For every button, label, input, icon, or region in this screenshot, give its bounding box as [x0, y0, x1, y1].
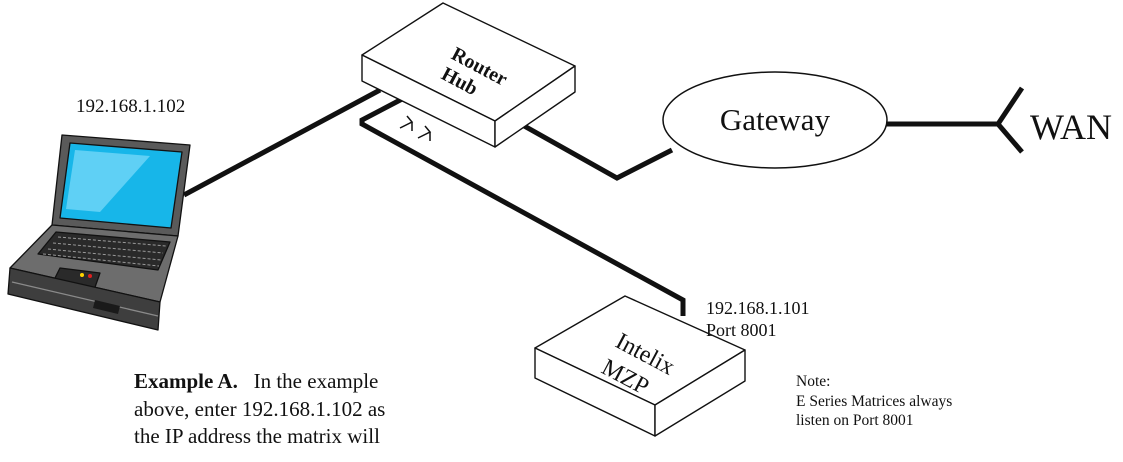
mzp-port-label: Port 8001 — [706, 320, 777, 340]
example-caption: Example A. In the example above, enter 1… — [134, 368, 385, 451]
wan-fork — [994, 86, 1025, 154]
laptop-icon — [7, 134, 191, 331]
router-hub: Router Hub — [361, 2, 576, 148]
laptop-ip-label: 192.168.1.102 — [76, 96, 186, 117]
gateway-label: Gateway — [720, 102, 831, 137]
note-title: Note: — [796, 373, 831, 390]
note-block: Note: E Series Matrices always listen on… — [796, 372, 952, 431]
mzp-address-block: 192.168.1.101 Port 8001 — [706, 297, 810, 341]
caption-line-1-text: In the example — [253, 369, 379, 393]
cable-router-gateway — [508, 115, 674, 181]
router-port-marks — [399, 115, 432, 141]
laptop-screen-glare — [66, 150, 150, 212]
intelix-mzp: Intelix MZP — [534, 295, 746, 437]
wan-label: WAN — [1030, 107, 1112, 147]
cable-laptop-router — [182, 87, 382, 198]
caption-line-3: the IP address the matrix will — [134, 424, 380, 448]
caption-line-2: above, enter 192.168.1.102 as — [134, 396, 386, 421]
mzp-side — [654, 349, 746, 437]
gateway-ellipse — [662, 71, 888, 169]
mzp-ip-label: 192.168.1.101 — [706, 298, 810, 318]
router-hub-side — [494, 65, 576, 148]
cable-router-mzp — [359, 95, 686, 316]
laptop-keyboard — [37, 231, 171, 271]
gateway: Gateway — [662, 71, 888, 169]
caption-line-1: Example A. In the example — [134, 368, 385, 396]
network-cables — [182, 86, 1025, 316]
note-line-1: E Series Matrices always — [796, 392, 953, 410]
note-line-2: listen on Port 8001 — [796, 412, 914, 429]
caption-heading: Example A. — [134, 369, 238, 393]
